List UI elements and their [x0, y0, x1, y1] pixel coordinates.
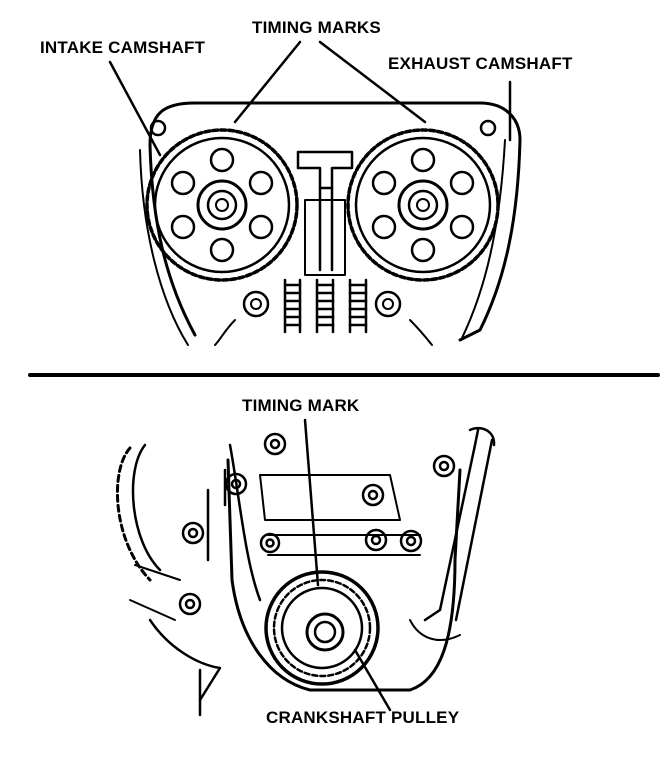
- crankshaft-pulley: [264, 570, 380, 686]
- exhaust-camshaft-sprocket: [346, 128, 500, 282]
- front-cover-outline: [226, 458, 462, 692]
- cylinder-head-outline: [148, 101, 522, 342]
- label-crankshaft-pulley: CRANKSHAFT PULLEY: [266, 708, 460, 727]
- bottom-leader-lines: [303, 418, 392, 712]
- valve-springs: [283, 278, 368, 334]
- label-intake-camshaft: INTAKE CAMSHAFT: [40, 38, 206, 57]
- label-timing-mark: TIMING MARK: [242, 396, 360, 415]
- intake-camshaft-sprocket: [145, 128, 299, 282]
- label-timing-marks: TIMING MARKS: [252, 18, 381, 37]
- top-leader-lines: [108, 40, 512, 157]
- label-exhaust-camshaft: EXHAUST CAMSHAFT: [388, 54, 573, 73]
